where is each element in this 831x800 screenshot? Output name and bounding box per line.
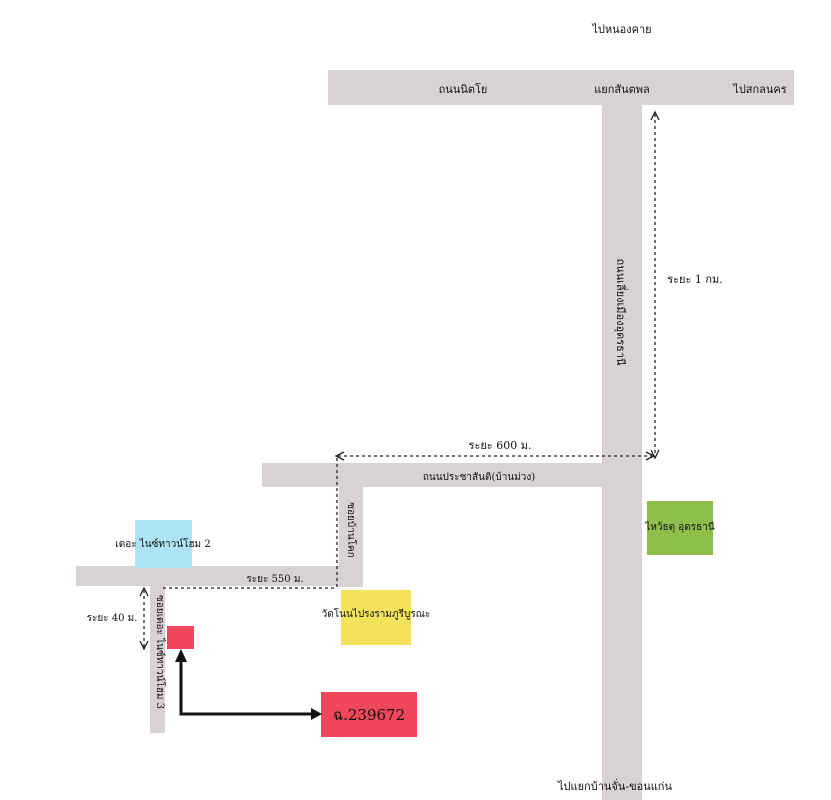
label-destination: ฉ.239672 [333, 706, 405, 724]
label-hotel: เดอะ ไนซ์ทาวน์โฮม 2 [115, 537, 210, 550]
label-soi-the-nine: ซอยเดอะ ไนซ์ทาวน์โฮม 3 [154, 595, 167, 709]
label-temple: วัดโนนไปรงรามภูรีบูรณะ [322, 607, 431, 620]
label-distance-1km: ระยะ 1 กม. [667, 273, 723, 286]
distance-550m-marker [163, 458, 338, 589]
label-prachasanti-road: ถนนประชาสันติ(บ้านม่วง) [423, 471, 535, 483]
shrine-marker [647, 501, 713, 555]
label-shrine: ไหว้ธตุ อุดรธานี [644, 521, 715, 533]
soi-the-nine-road [150, 566, 165, 733]
direction-arrow [175, 649, 322, 720]
destination-box [321, 692, 417, 737]
distance-1km-marker [650, 110, 660, 460]
bypass-road [602, 70, 642, 800]
label-to-sakon-nakhon: ไปสกลนคร [732, 83, 787, 96]
label-to-ban-chan: ไปแยกบ้านจั่น-ขอนแก่น [557, 778, 672, 793]
label-nittayo-road: ถนนนิตโย [439, 82, 488, 96]
label-soi-ban-khok: ซอยบ้านโคก [345, 502, 358, 558]
distance-40m-marker [139, 586, 149, 651]
label-mueang-udon-road: ถนนเลี่ยงเมืองอุดรธานี [614, 258, 629, 366]
temple-marker [341, 590, 411, 645]
label-sam-phan-junction: แยกสันตพล [594, 83, 650, 96]
distance-600m-marker [334, 451, 656, 461]
label-distance-40m: ระยะ 40 ม. [87, 613, 138, 624]
location-marker [167, 626, 194, 649]
prachasanti-road [262, 463, 642, 487]
hotel-marker [135, 520, 192, 568]
label-distance-550m: ระยะ 550 ม. [246, 574, 303, 585]
label-to-nong-khai: ไปหนองคาย [591, 23, 651, 36]
soi-branch-road [76, 566, 363, 586]
nittayo-road [328, 70, 794, 105]
label-distance-600m: ระยะ 600 ม. [469, 439, 532, 452]
